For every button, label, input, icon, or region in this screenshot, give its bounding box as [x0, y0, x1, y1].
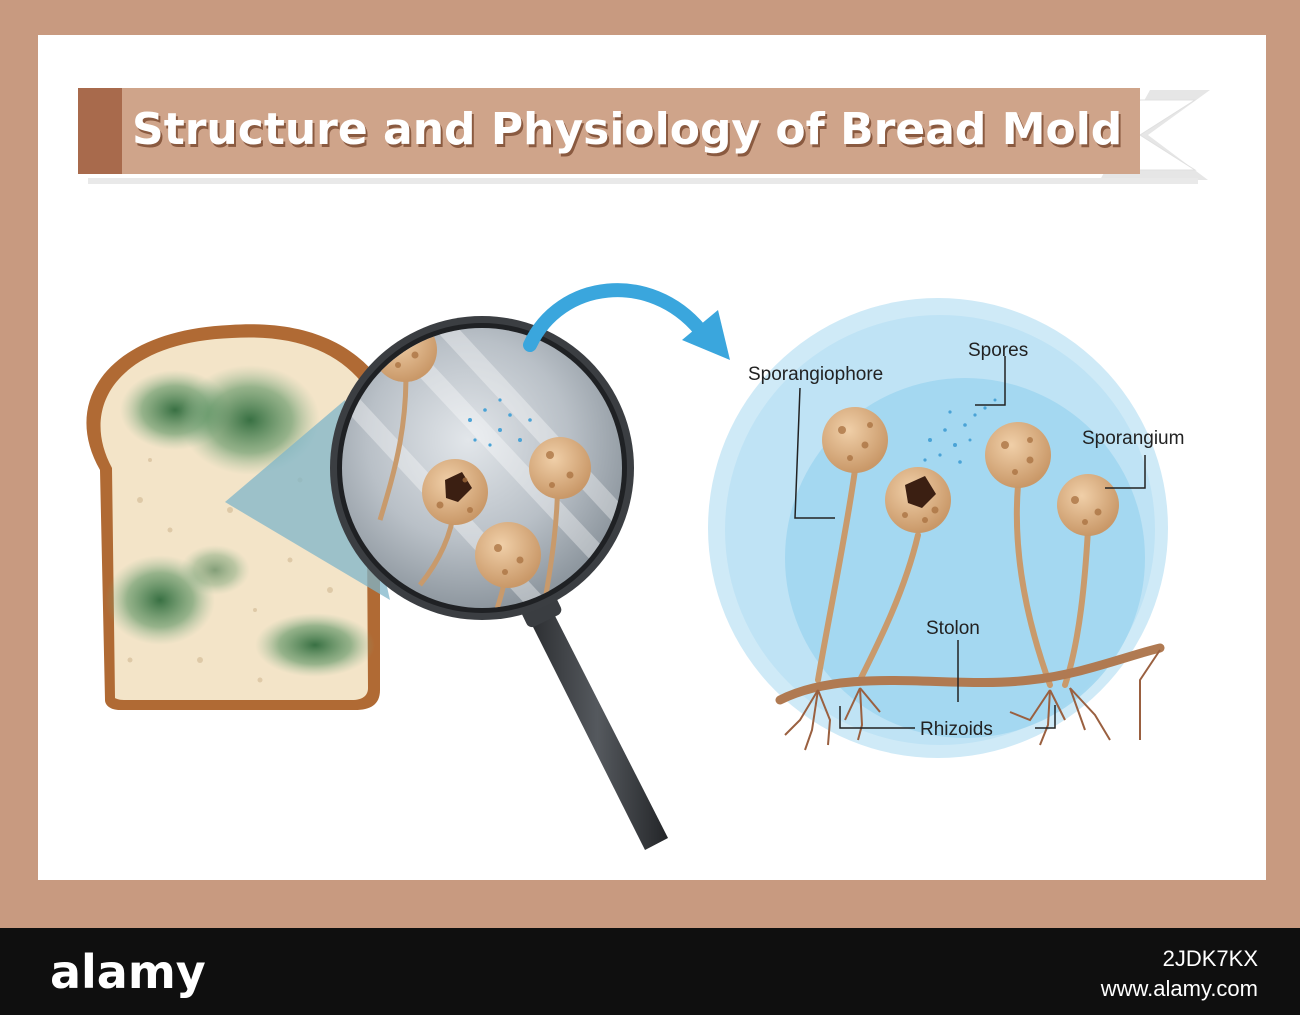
- sporangia-diagram: [775, 398, 1165, 751]
- label-stolon: Stolon: [926, 618, 980, 639]
- label-spores: Spores: [968, 340, 1028, 361]
- page-title-shadow: Structure and Physiology of Bread Mold: [134, 107, 1124, 158]
- footer-site: www.alamy.com: [1100, 976, 1258, 1001]
- magnifier-handle: [527, 610, 668, 850]
- label-sporangiophore: Sporangiophore: [748, 364, 883, 385]
- title-ribbon: [78, 88, 1210, 184]
- mold-patch: [180, 365, 320, 475]
- footer-brand: alamy: [50, 945, 206, 999]
- magnifying-glass: [330, 316, 668, 850]
- bread-slice: [86, 324, 380, 710]
- mold-patch: [180, 545, 250, 595]
- leader-lines: [794, 356, 1146, 729]
- spores: [923, 398, 997, 464]
- footer-bar: [0, 928, 1300, 1015]
- label-sporangium: Sporangium: [1082, 428, 1184, 449]
- label-rhizoids: Rhizoids: [920, 719, 993, 740]
- footer-image-id: 2JDK7KX: [1163, 946, 1259, 971]
- stolon: [775, 643, 1165, 705]
- page-title: Structure and Physiology of Bread Mold: [132, 104, 1122, 155]
- zoom-arrow: [523, 283, 730, 360]
- rhizoids: [784, 649, 1161, 751]
- mold-patch: [255, 613, 375, 677]
